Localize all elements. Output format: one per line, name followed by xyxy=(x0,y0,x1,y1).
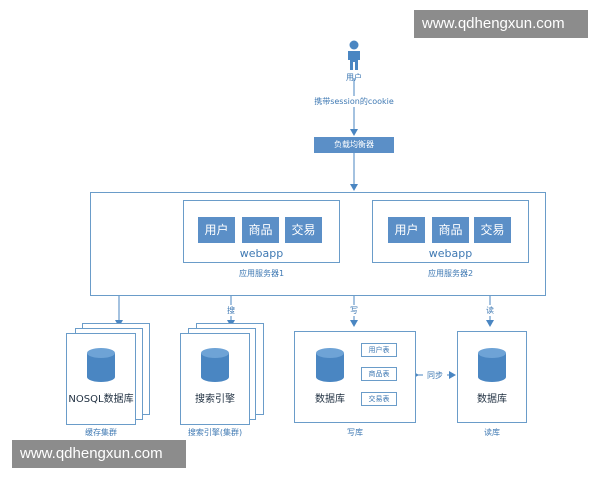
search-database-icon xyxy=(200,348,230,382)
edge-label-read: 读 xyxy=(483,305,497,316)
app-server-2-name: webapp xyxy=(428,247,473,260)
app-server-1-name: webapp xyxy=(239,247,284,260)
read-database-icon xyxy=(477,348,507,382)
app-server-2-module-user: 用户 xyxy=(388,217,425,243)
read-db-caption: 读库 xyxy=(484,428,500,437)
search-db-label: 搜索引擎 xyxy=(195,394,235,405)
write-db-box xyxy=(294,331,416,423)
read-db-label: 数据库 xyxy=(477,394,507,405)
edge-label-sync: 同步 xyxy=(423,370,447,381)
app-server-1-module-product: 商品 xyxy=(242,217,279,243)
table-user: 用户表 xyxy=(361,343,397,357)
user-label: 用户 xyxy=(346,73,362,82)
watermark-bottom: www.qdhengxun.com xyxy=(12,440,186,468)
carry-cookie-label: 携带session的cookie xyxy=(304,96,404,107)
user-icon xyxy=(344,40,364,70)
nosql-caption: 缓存集群 xyxy=(85,428,117,437)
write-db-label: 数据库 xyxy=(315,394,345,405)
app-server-2-caption: 应用服务器2 xyxy=(427,269,474,278)
app-server-1-module-user: 用户 xyxy=(198,217,235,243)
edge-label-search: 搜 xyxy=(224,305,238,316)
app-server-2-module-product: 商品 xyxy=(432,217,469,243)
table-trade: 交易表 xyxy=(361,392,397,406)
app-server-1-module-trade: 交易 xyxy=(285,217,322,243)
write-db-caption: 写库 xyxy=(347,428,363,437)
write-database-icon xyxy=(315,348,345,382)
table-product: 商品表 xyxy=(361,367,397,381)
nosql-db-label: NOSQL数据库 xyxy=(68,394,134,405)
load-balancer: 负载均衡器 xyxy=(314,137,394,153)
watermark-top: www.qdhengxun.com xyxy=(414,10,588,38)
nosql-database-icon xyxy=(86,348,116,382)
edge-label-write: 写 xyxy=(347,305,361,316)
app-server-1-caption: 应用服务器1 xyxy=(238,269,285,278)
app-server-2-module-trade: 交易 xyxy=(474,217,511,243)
search-caption: 搜索引擎(集群) xyxy=(187,428,243,437)
